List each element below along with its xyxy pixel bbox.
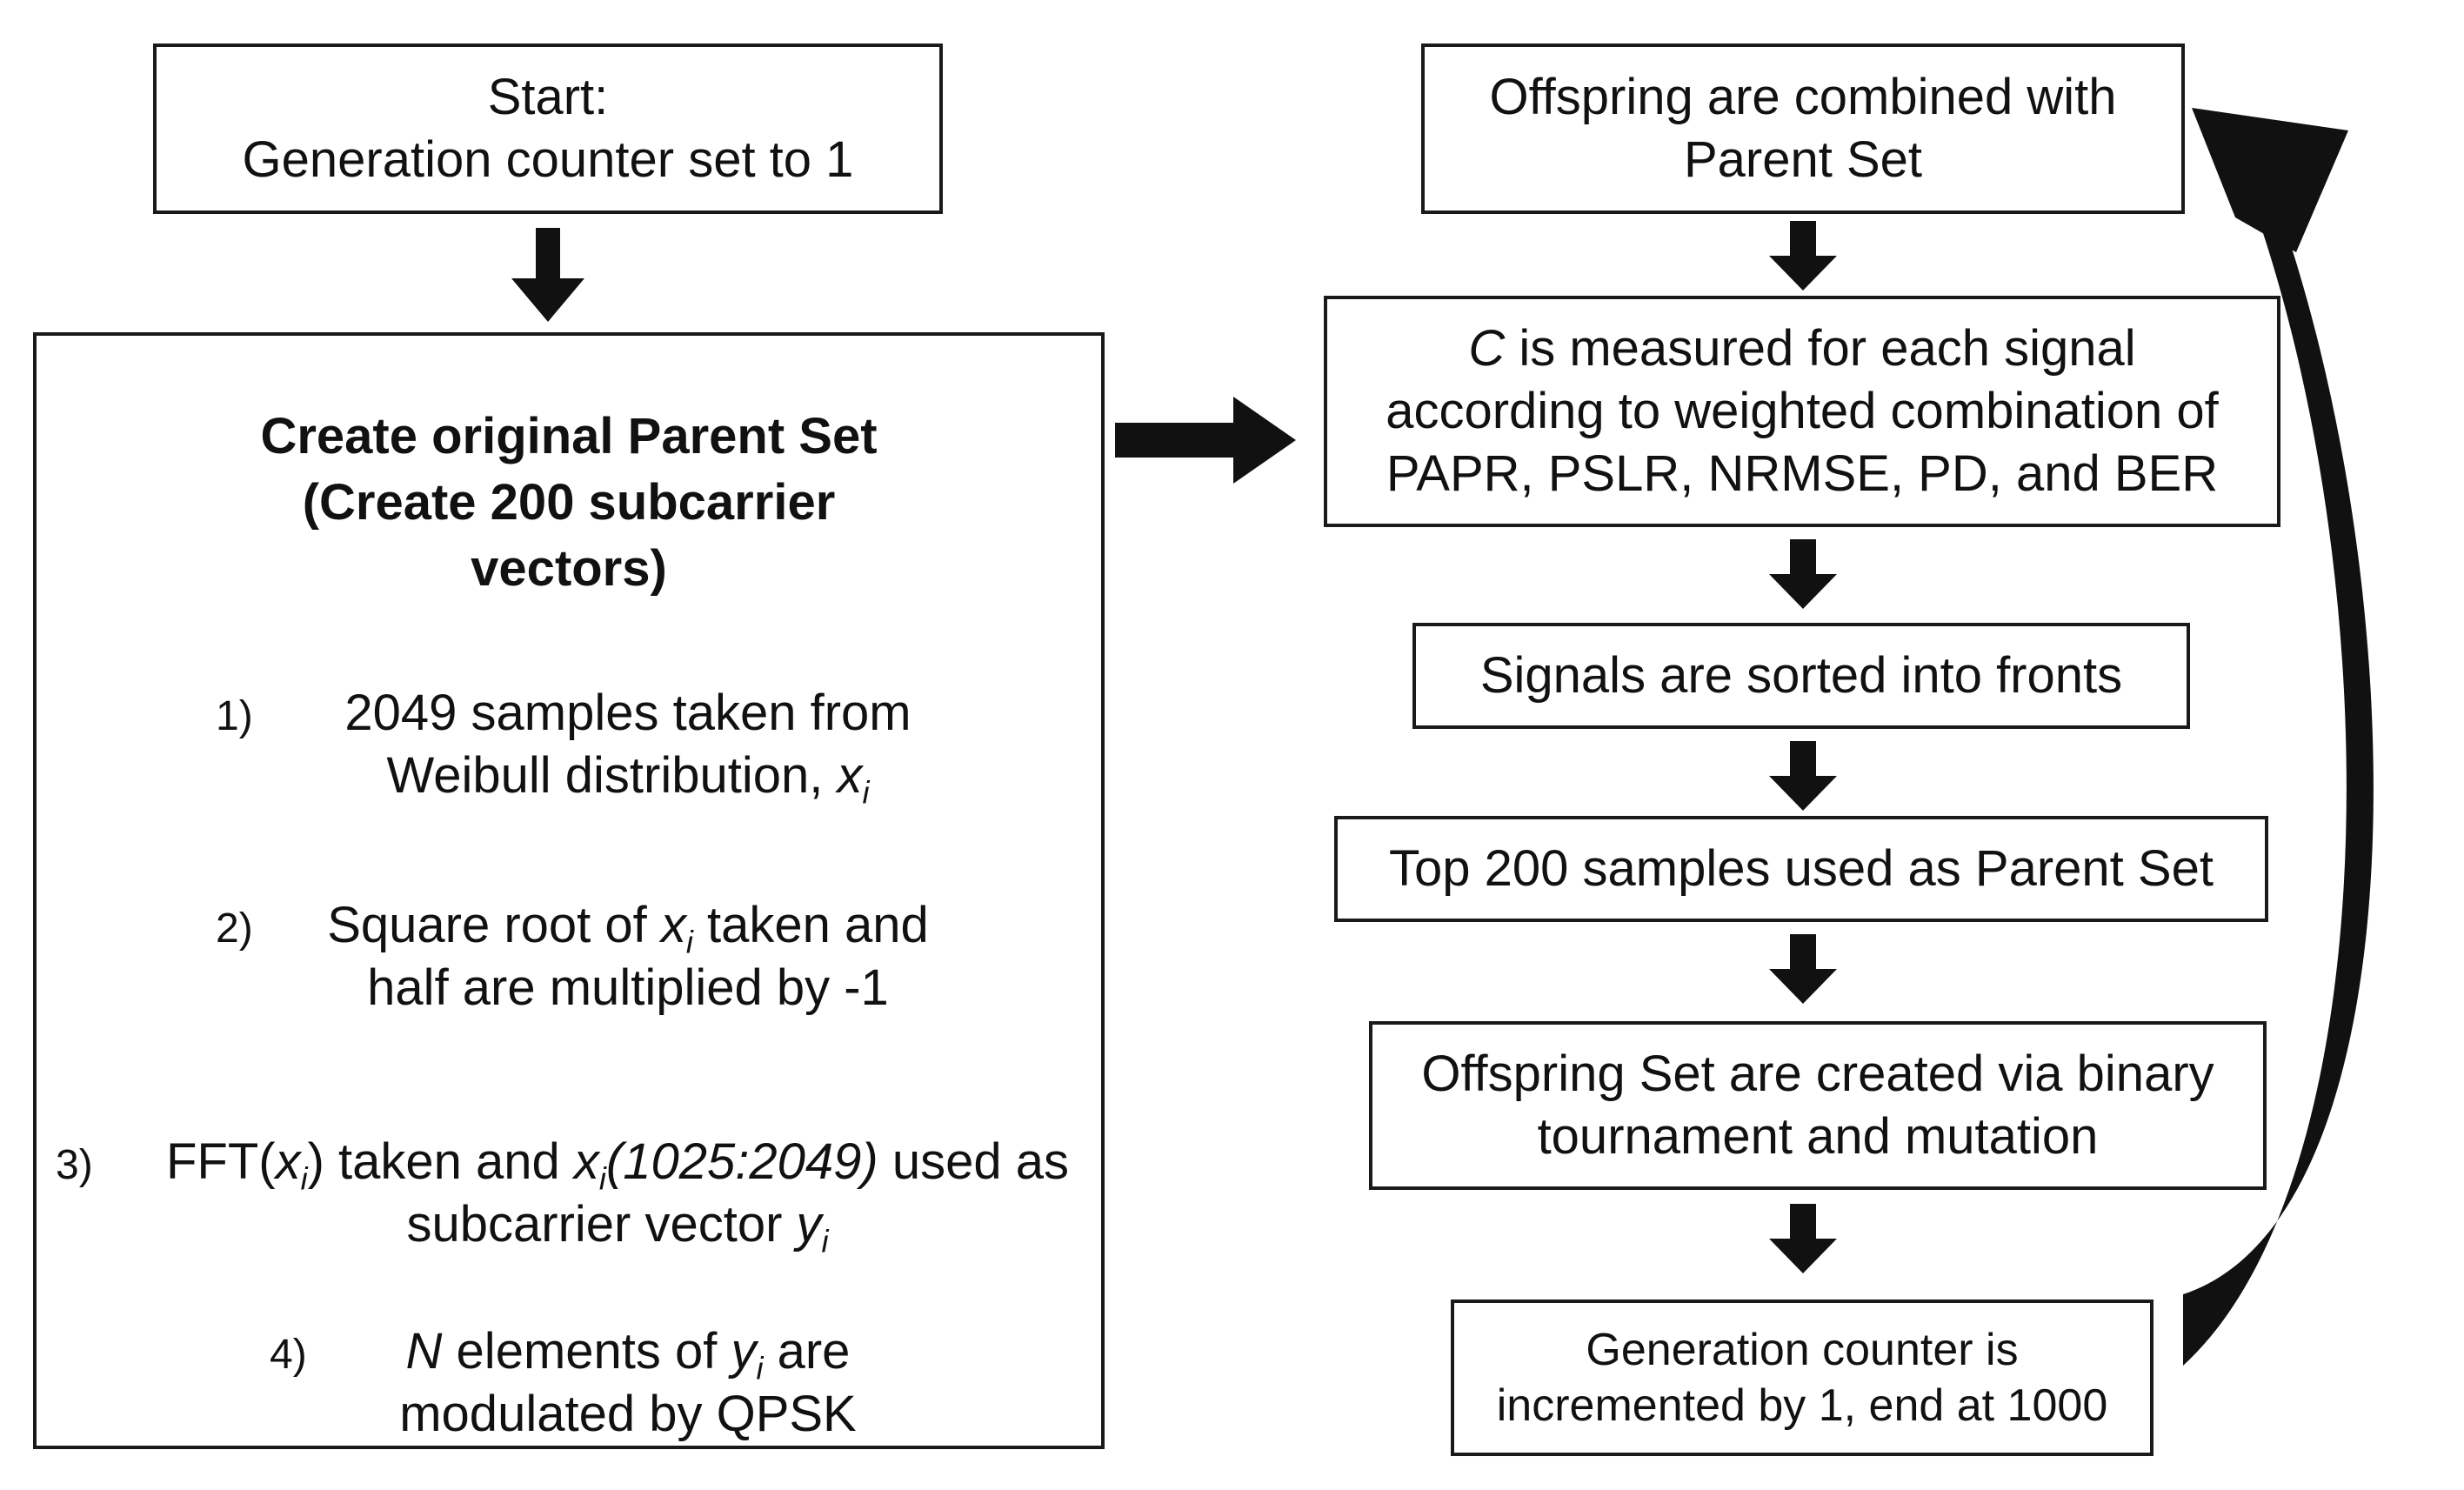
arrow-parent-to-measure bbox=[1115, 397, 1296, 484]
arrow-top-to-offspring bbox=[1769, 934, 1837, 1004]
arrow-sort-to-top bbox=[1769, 741, 1837, 811]
arrow-measure-to-sort bbox=[1769, 539, 1837, 609]
measure-box: C is measured for each signal according … bbox=[1324, 296, 2280, 527]
step-2-number: 2) bbox=[216, 905, 253, 952]
start-counter-text: Generation counter set to 1 bbox=[242, 131, 854, 188]
combine-box: Offspring are combined with Parent Set bbox=[1421, 43, 2185, 214]
start-label: Start: bbox=[487, 69, 609, 125]
offspring-box: Offspring Set are created via binary tou… bbox=[1369, 1021, 2267, 1190]
step-1-number: 1) bbox=[216, 693, 253, 739]
start-box: Start: Generation counter set to 1 bbox=[153, 43, 943, 214]
step-3-text: FFT(xi) taken and xi(1025:2049) used as … bbox=[166, 1133, 1069, 1259]
parent-set-title: Create original Parent Set (Create 200 s… bbox=[260, 408, 878, 597]
step-3-number: 3) bbox=[56, 1142, 93, 1188]
counter-box: Generation counter is incremented by 1, … bbox=[1451, 1300, 2153, 1456]
step-1-text: 2049 samples taken from Weibull distribu… bbox=[344, 685, 911, 811]
arrow-combine-to-measure bbox=[1769, 221, 1837, 291]
top-samples-box: Top 200 samples used as Parent Set bbox=[1334, 816, 2268, 922]
step-4-number: 4) bbox=[270, 1332, 307, 1378]
arrow-start-to-parent bbox=[511, 228, 584, 322]
parent-set-box: Create original Parent Set (Create 200 s… bbox=[33, 332, 1105, 1449]
step-4-text: N elements of yi are modulated by QPSK bbox=[399, 1323, 857, 1442]
sort-box: Signals are sorted into fronts bbox=[1412, 623, 2190, 729]
arrow-offspring-to-counter bbox=[1769, 1204, 1837, 1273]
step-2-text: Square root of xi taken and half are mul… bbox=[327, 897, 929, 1016]
